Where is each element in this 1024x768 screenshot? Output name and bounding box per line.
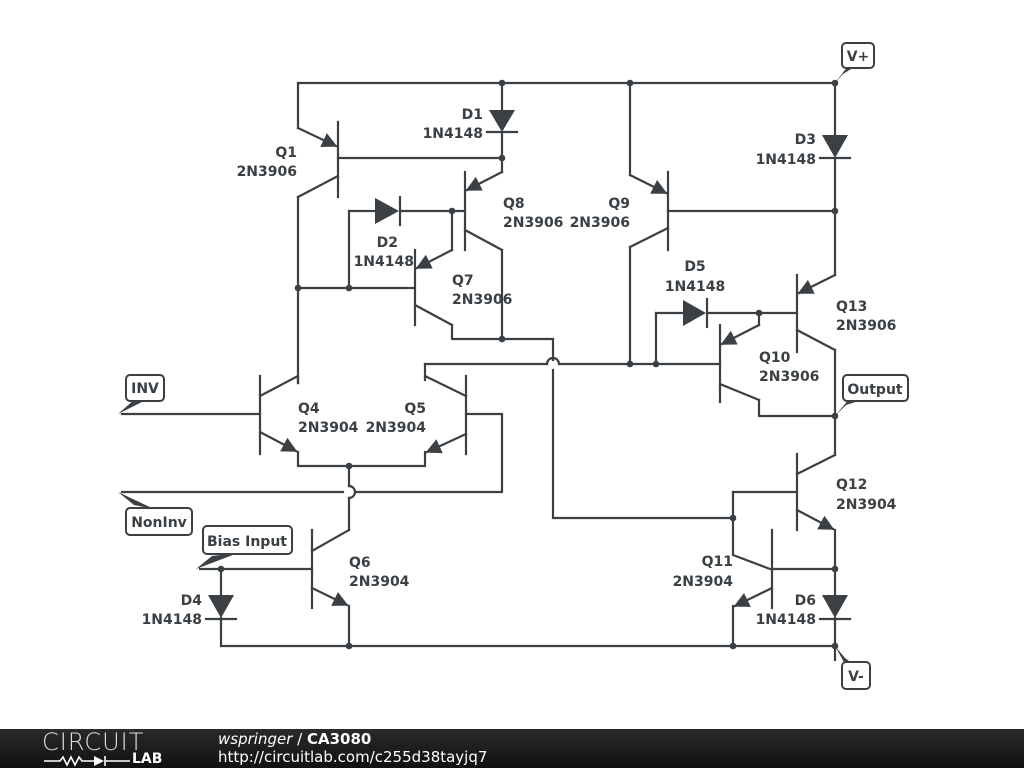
svg-text:Output: Output <box>847 382 903 398</box>
svg-text:V+: V+ <box>847 49 870 65</box>
label-q1-part: 2N3906 <box>237 164 297 180</box>
label-q11-part: 2N3904 <box>673 574 734 590</box>
diode-d4[interactable] <box>204 595 238 621</box>
schematic-canvas: Q1 2N3906 Q4 2N3904 Q5 2N3904 Q6 2N3904 … <box>118 42 909 690</box>
svg-text:Bias Input: Bias Input <box>207 534 287 550</box>
wire-crossover <box>347 484 357 500</box>
net-label-inv[interactable]: INV <box>118 374 165 414</box>
net-label-noninv[interactable]: NonInv <box>118 492 193 536</box>
label-d6-ref: D6 <box>795 593 816 609</box>
component-labels: Q1 2N3906 Q4 2N3904 Q5 2N3904 Q6 2N3904 … <box>142 107 897 628</box>
circuit-owner-title: wspringer / CA3080 <box>218 730 371 748</box>
label-d5-part: 1N4148 <box>665 279 725 295</box>
label-q9-ref: Q9 <box>608 196 630 212</box>
label-q13-part: 2N3906 <box>836 318 896 334</box>
transistor-q13[interactable] <box>795 273 837 354</box>
transistor-q6[interactable] <box>310 528 351 610</box>
diode-d2[interactable] <box>375 195 402 227</box>
circuit-url[interactable]: http://circuitlab.com/c255d38tayjq7 <box>218 748 488 766</box>
label-d6-part: 1N4148 <box>756 612 816 628</box>
label-d4-part: 1N4148 <box>142 612 202 628</box>
diode-d3[interactable] <box>818 135 852 160</box>
resistor-diode-icon <box>44 755 130 767</box>
net-label-bias-input[interactable]: Bias Input <box>196 525 293 569</box>
label-d4-ref: D4 <box>181 593 203 609</box>
svg-text:NonInv: NonInv <box>131 515 187 531</box>
transistor-q1[interactable] <box>296 120 340 199</box>
label-d1-part: 1N4148 <box>423 126 483 142</box>
label-q12-part: 2N3904 <box>836 497 897 513</box>
transistor-q12[interactable] <box>795 452 837 532</box>
diode-d1[interactable] <box>485 110 519 134</box>
logo-text-lab: LAB <box>132 751 163 767</box>
svg-text:INV: INV <box>131 381 159 397</box>
label-d1-ref: D1 <box>462 107 483 123</box>
label-d5-ref: D5 <box>684 259 705 275</box>
label-d3-ref: D3 <box>795 132 816 148</box>
label-q8-part: 2N3906 <box>503 215 563 231</box>
separator: / <box>292 730 307 748</box>
label-q5-part: 2N3904 <box>366 420 427 436</box>
net-label-vplus[interactable]: V+ <box>835 42 875 83</box>
transistor-q5[interactable] <box>423 374 468 456</box>
label-q13-ref: Q13 <box>836 299 867 315</box>
transistor-q10[interactable] <box>718 323 761 404</box>
label-q10-part: 2N3906 <box>759 369 819 385</box>
footer-bar: CIRCUIT LAB wspringer / CA3080 http://ci… <box>0 729 1024 768</box>
label-d3-part: 1N4148 <box>756 152 816 168</box>
label-q9-part: 2N3906 <box>570 215 630 231</box>
label-q6-part: 2N3904 <box>349 574 410 590</box>
label-q12-ref: Q12 <box>836 477 867 493</box>
logo-text-circuit: CIRCUIT <box>42 728 145 756</box>
label-q4-part: 2N3904 <box>298 420 359 436</box>
label-d2-ref: D2 <box>377 235 398 251</box>
label-q10-ref: Q10 <box>759 350 791 366</box>
diode-d6[interactable] <box>818 595 852 621</box>
wire-crossover <box>545 356 561 366</box>
author-link[interactable]: wspringer <box>218 730 293 748</box>
transistor-q4[interactable] <box>258 374 300 456</box>
label-q6-ref: Q6 <box>349 555 371 571</box>
transistor-q8[interactable] <box>463 170 504 252</box>
circuitlab-logo[interactable]: CIRCUIT LAB <box>42 728 182 767</box>
label-q1-ref: Q1 <box>275 145 297 161</box>
circuit-title: CA3080 <box>306 730 372 748</box>
transistor-q9[interactable] <box>628 170 670 252</box>
transistor-q7[interactable] <box>413 248 454 327</box>
diode-d5[interactable] <box>683 297 709 329</box>
label-q4-ref: Q4 <box>298 401 320 417</box>
label-d2-part: 1N4148 <box>354 254 414 270</box>
transistor-q11[interactable] <box>733 528 774 610</box>
net-label-vminus[interactable]: V- <box>835 646 871 690</box>
label-q8-ref: Q8 <box>503 196 525 212</box>
svg-text:V-: V- <box>848 669 864 685</box>
label-q5-ref: Q5 <box>404 401 426 417</box>
label-q7-ref: Q7 <box>452 273 474 289</box>
label-q7-part: 2N3906 <box>452 292 512 308</box>
label-q11-ref: Q11 <box>702 554 733 570</box>
net-label-output[interactable]: Output <box>835 374 909 416</box>
